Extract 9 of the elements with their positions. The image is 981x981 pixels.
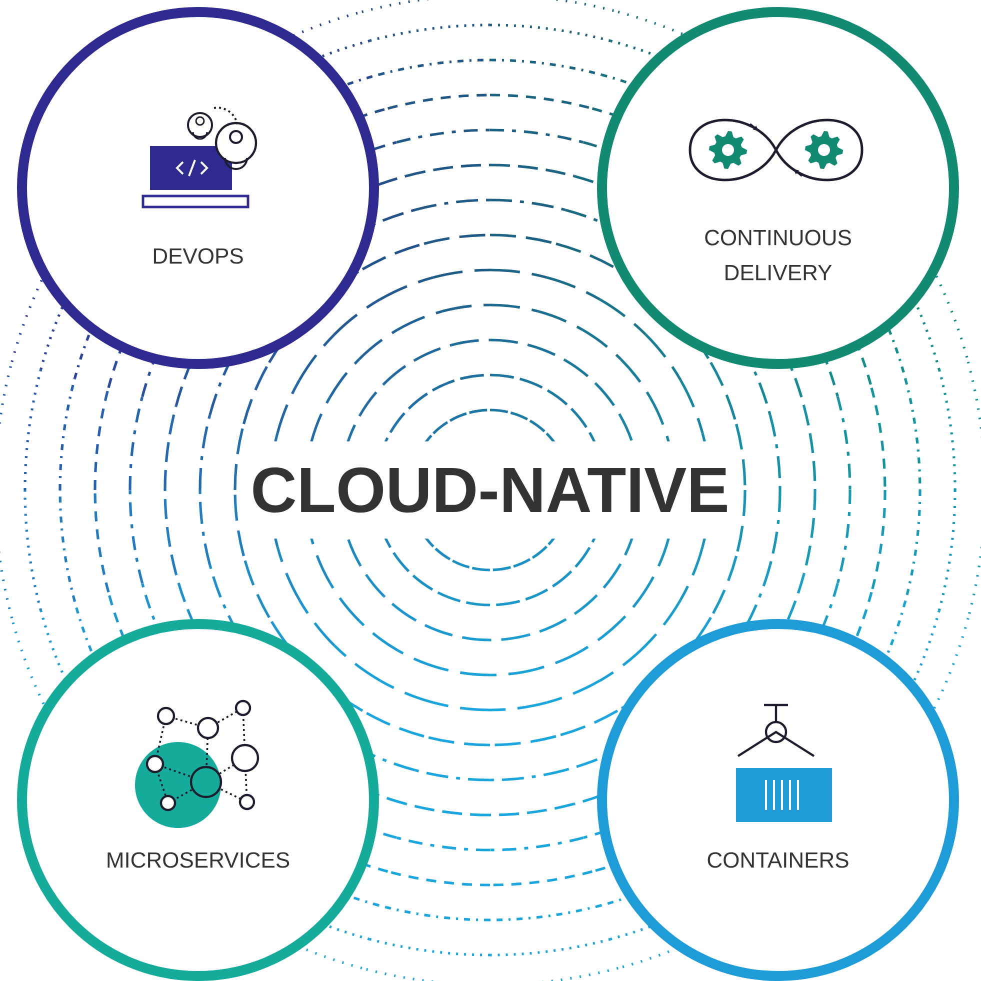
circle-label: CONTAINERS	[708, 852, 848, 868]
title-text: CLOUD-NATIVE	[242, 441, 738, 539]
topic-circle	[17, 7, 379, 369]
circle-label: DEVOPS	[154, 248, 243, 264]
topic-circle	[17, 619, 379, 981]
topic-circle	[597, 7, 960, 369]
topic-circle	[597, 619, 960, 981]
circle-label: MICROSERVICES	[108, 852, 290, 868]
circle-label: CONTINUOUS DELIVERY	[705, 230, 851, 280]
